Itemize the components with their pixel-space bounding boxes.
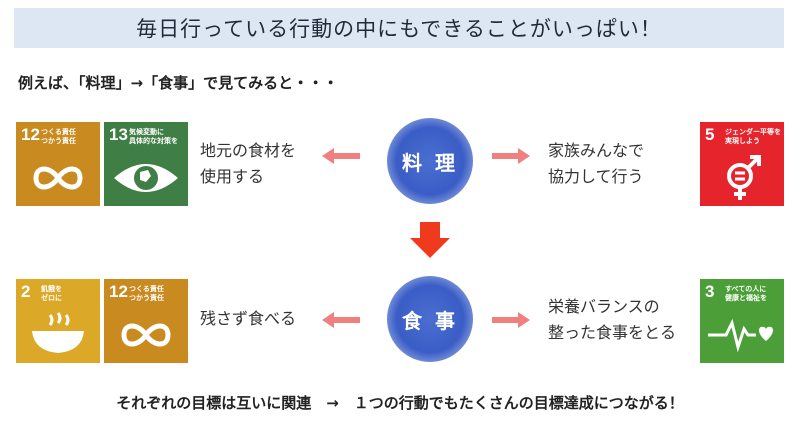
- row1-left-text: 地元の食材を 使用する: [200, 141, 297, 186]
- heartbeat-icon: [708, 318, 773, 353]
- right-arrow-icon-2: [492, 312, 530, 328]
- infinity-icon: [121, 323, 171, 347]
- banner-text: 毎日行っている行動の中にもできることがいっぱい！: [136, 17, 662, 41]
- sdg-12-icon-2: 12 つくる責任 つかう責任: [104, 279, 188, 363]
- row2-right-text: 栄養バランスの 整った食事をとる: [548, 297, 677, 342]
- sdg-12-icon: 12 つくる責任 つかう責任: [16, 122, 100, 206]
- infinity-icon: [33, 166, 83, 190]
- cooking-circle: 料 理: [387, 118, 473, 204]
- down-arrow-icon: [410, 222, 450, 258]
- gender-equality-icon: [727, 155, 761, 200]
- title-banner: 毎日行っている行動の中にもできることがいっぱい！: [14, 8, 784, 48]
- right-arrow-icon: [492, 148, 530, 164]
- footer-text: それぞれの目標は互いに関連 → １つの行動でもたくさんの目標達成につながる！: [116, 394, 684, 412]
- meal-circle: 食 事: [387, 276, 473, 362]
- sdg-13-icon: 13 気候変動に 具体的な対策を: [104, 122, 188, 206]
- sdg-2-icon: 2 飢餓を ゼロに: [16, 279, 100, 363]
- eye-globe-icon: [114, 164, 178, 192]
- intro-text: 例えば、「料理」→「食事」で見てみると・・・: [18, 74, 339, 92]
- left-arrow-icon-2: [322, 312, 360, 328]
- bowl-icon: [32, 312, 84, 353]
- sdg-3-icon: 3 すべての人に 健康と福祉を: [700, 279, 784, 363]
- sdg-5-icon: 5 ジェンダー平等を 実現しよう: [700, 122, 784, 206]
- row2-left-text: 残さず食べる: [200, 309, 297, 328]
- left-arrow-icon: [322, 148, 360, 164]
- row1-right-text: 家族みんなで 協力して行う: [548, 141, 645, 186]
